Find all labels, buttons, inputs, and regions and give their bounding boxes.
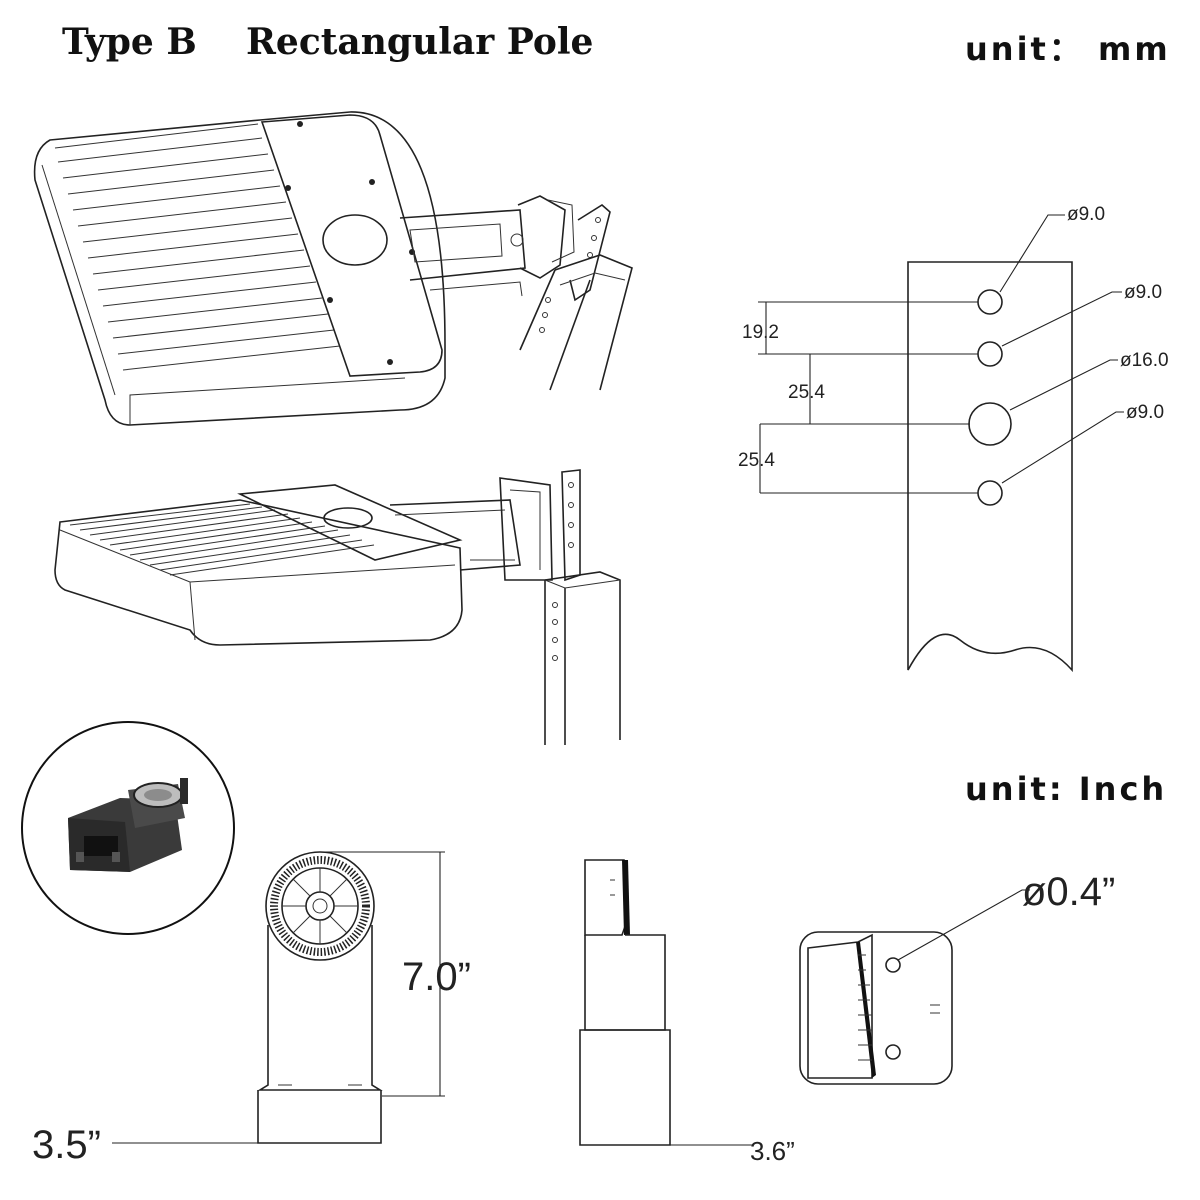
- hole-1-diameter: ø9.0: [1067, 204, 1105, 225]
- adapter-side-view: [579, 859, 752, 1146]
- hole-3: [968, 402, 1012, 446]
- pole-label: Rectangular Pole: [246, 21, 593, 63]
- hole-4: [977, 480, 1003, 506]
- adapter-width-label: 3.5”: [32, 1123, 101, 1167]
- adapter-depth-label: 3.6”: [750, 1136, 795, 1166]
- adapter-height-label: 7.0”: [402, 955, 471, 999]
- pole-hole-drawing: [758, 214, 1124, 673]
- spacing-1-label: 19.2: [742, 322, 779, 343]
- hole-2-diameter: ø9.0: [1124, 282, 1162, 303]
- unit-mm-label: unit： mm: [965, 30, 1171, 68]
- adapter-hole-label: ø0.4”: [1022, 870, 1115, 914]
- hole-3-diameter: ø16.0: [1120, 350, 1169, 371]
- unit-inch-label: unit: Inch: [965, 770, 1167, 808]
- hole-1: [977, 289, 1003, 315]
- spacing-3-label: 25.4: [738, 450, 775, 471]
- cooling-fins: [54, 123, 341, 371]
- adapter-end-view: [799, 889, 1030, 1085]
- fixture-iso-view-bottom: [54, 469, 621, 745]
- type-label: Type B: [62, 21, 197, 63]
- pole-outline: [907, 261, 1073, 673]
- adapter-photo-inset: [21, 721, 235, 935]
- hole-2: [977, 341, 1003, 367]
- fixture-iso-view-top: [33, 111, 633, 426]
- adapter-front-view: [112, 851, 445, 1144]
- spacing-2-label: 25.4: [788, 382, 825, 403]
- cooling-fins-2: [69, 503, 375, 576]
- hole-4-diameter: ø9.0: [1126, 402, 1164, 423]
